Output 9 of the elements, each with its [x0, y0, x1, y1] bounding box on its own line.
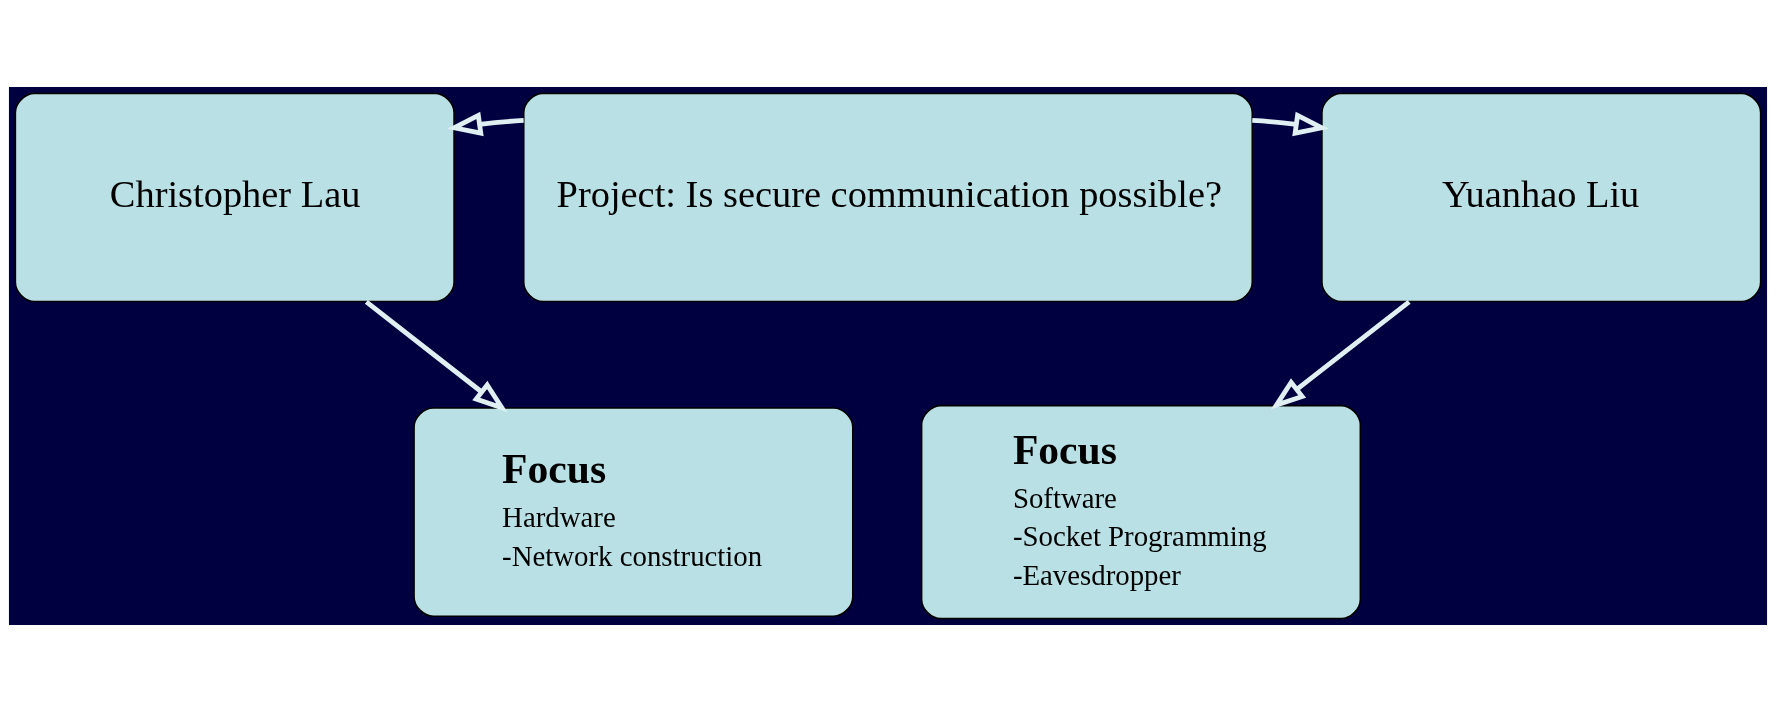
arrow: [1270, 300, 1411, 410]
arrow: [1252, 111, 1329, 137]
node-box: Focus Software -Socket Programming -Eavesdropper: [920, 404, 1362, 620]
node-box: Yuanhao Liu: [1321, 92, 1762, 303]
arrow: [446, 111, 524, 137]
node-box: Christopher Lau: [14, 92, 455, 303]
node-box: Project: Is secure communication possible?: [522, 92, 1254, 303]
node-box: Focus Hardware -Network construction: [413, 407, 854, 617]
arrow: [364, 300, 508, 413]
